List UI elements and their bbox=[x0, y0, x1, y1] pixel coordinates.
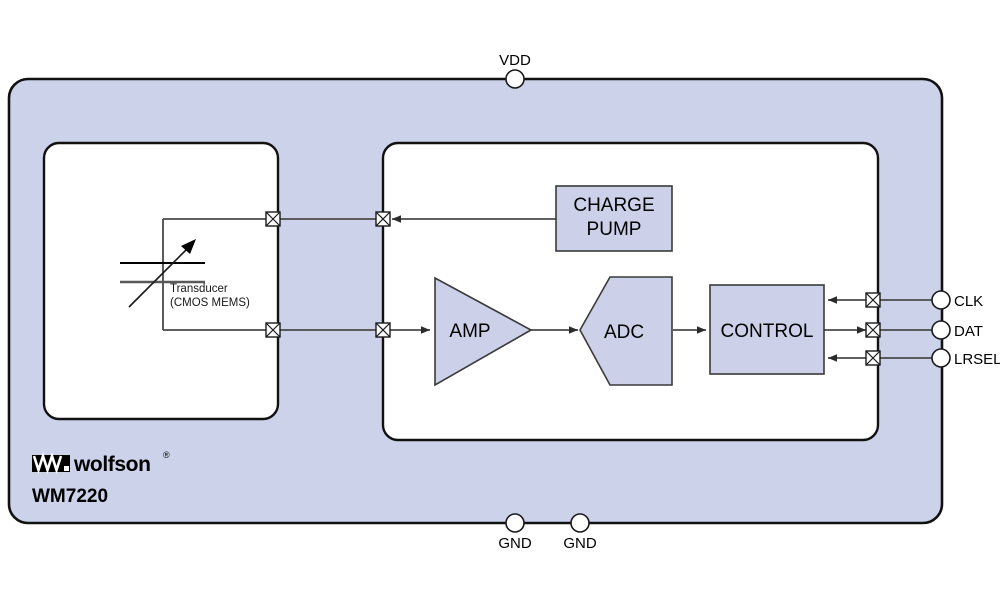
charge-pump-label-line1: CHARGE bbox=[573, 195, 654, 216]
wolfson-wordmark: wolfson bbox=[73, 453, 151, 476]
vdd-pin-circle[interactable] bbox=[505, 69, 525, 89]
adc-trapezoid[interactable] bbox=[579, 276, 673, 386]
block-adc[interactable]: ADC bbox=[579, 276, 673, 386]
control-box[interactable] bbox=[709, 284, 825, 375]
wolfson-trademark: ® bbox=[163, 450, 170, 460]
charge-pump-box[interactable] bbox=[555, 185, 673, 252]
pin-gnd-1[interactable]: GND bbox=[498, 513, 532, 552]
logo-mark-zigzag bbox=[32, 451, 63, 475]
block-control[interactable]: CONTROL bbox=[709, 284, 825, 375]
variable-arrow-head bbox=[181, 239, 196, 254]
amp-triangle[interactable] bbox=[434, 276, 533, 387]
dat-pin-label: DAT bbox=[954, 323, 983, 340]
pad-ic-top-left bbox=[375, 211, 391, 227]
logo-mark-dot bbox=[64, 466, 69, 471]
transducer-label-line1: Transducer bbox=[170, 283, 228, 295]
lrsel-pin-label: LRSEL bbox=[954, 351, 1000, 368]
pin-dat[interactable]: DAT bbox=[931, 320, 983, 340]
charge-pump-label-line2: PUMP bbox=[587, 219, 642, 240]
clk-pin-label: CLK bbox=[954, 293, 983, 310]
gnd-2-pin-label: GND bbox=[563, 535, 597, 552]
control-label: CONTROL bbox=[721, 321, 814, 342]
pad-clk bbox=[865, 292, 881, 308]
pin-vdd[interactable]: VDD bbox=[499, 52, 531, 89]
amp-label: AMP bbox=[449, 321, 490, 342]
gnd-1-pin-circle[interactable] bbox=[505, 513, 525, 533]
pad-dat bbox=[865, 322, 881, 338]
variable-arrow-shaft bbox=[128, 242, 194, 308]
dat-pin-circle[interactable] bbox=[931, 320, 951, 340]
block-charge-pump[interactable]: CHARGE PUMP bbox=[555, 185, 673, 252]
pin-lrsel[interactable]: LRSEL bbox=[931, 348, 1000, 368]
part-number-label: WM7220 bbox=[32, 486, 108, 507]
transducer-symbol: Transducer (CMOS MEMS) bbox=[120, 239, 250, 309]
wire-layer bbox=[162, 215, 933, 362]
vdd-pin-label: VDD bbox=[499, 52, 531, 69]
gnd-2-pin-circle[interactable] bbox=[570, 513, 590, 533]
pin-gnd-2[interactable]: GND bbox=[563, 513, 597, 552]
pad-ic-bottom-left bbox=[375, 322, 391, 338]
adc-label: ADC bbox=[604, 322, 644, 343]
lrsel-pin-circle[interactable] bbox=[931, 348, 951, 368]
pad-transducer-top-left bbox=[265, 211, 281, 227]
block-amp[interactable]: AMP bbox=[434, 276, 533, 387]
wolfson-w-mark-icon bbox=[32, 451, 70, 475]
pin-clk[interactable]: CLK bbox=[931, 290, 983, 310]
wolfson-logo: wolfson ® WM7220 bbox=[32, 450, 170, 507]
transducer-label-line2: (CMOS MEMS) bbox=[170, 297, 250, 309]
pad-transducer-bottom-left bbox=[265, 322, 281, 338]
pad-marker-layer bbox=[265, 211, 881, 366]
clk-pin-circle[interactable] bbox=[931, 290, 951, 310]
gnd-1-pin-label: GND bbox=[498, 535, 532, 552]
pad-lrsel bbox=[865, 350, 881, 366]
